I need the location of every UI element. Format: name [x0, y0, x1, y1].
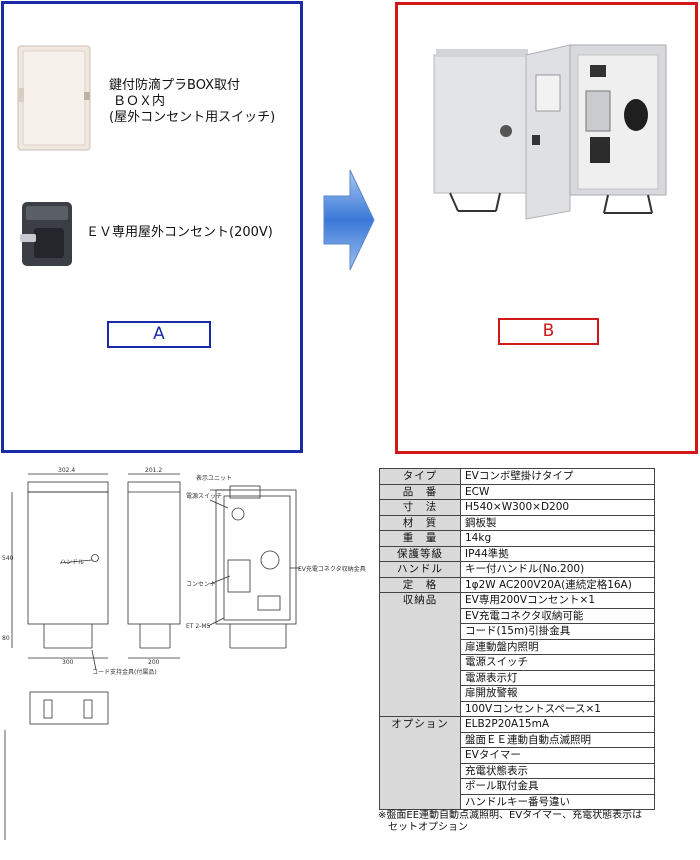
label-cord-hook: コード支持金具(付属品) [92, 668, 157, 676]
footnote-line-2: セットオプション [388, 822, 468, 833]
spec-value: EVタイマー [460, 747, 655, 764]
spec-value: 扉開放警報 [460, 685, 655, 702]
plabox-image [17, 45, 91, 151]
spec-value: 扉連動盤内照明 [460, 638, 655, 655]
panel-b-label: B [498, 318, 599, 345]
plabox-caption: 鍵付防滴プラBOX取付 ＢＯＸ内 (屋外コンセント用スイッチ) [109, 78, 275, 126]
spec-row: 盤面ＥＥ連動自動点滅照明 [380, 731, 655, 748]
right-arrow-icon [323, 169, 375, 271]
spec-value: 鋼板製 [460, 514, 655, 531]
label-power-switch: 電源スイッチ [186, 492, 222, 500]
label-et: ET 2-M5 [186, 623, 211, 630]
panel-b: B [395, 2, 698, 454]
dim-leg-height: 80 [2, 635, 10, 642]
spec-value: ポール取付金具 [460, 778, 655, 795]
spec-key: 品 番 [379, 483, 461, 500]
spec-key: オプション [379, 716, 461, 810]
spec-row: 100Vコンセントスペース×1 [380, 700, 655, 717]
spec-key: 収納品 [379, 592, 461, 717]
panel-a-label: A [107, 321, 211, 348]
spec-row: 材 質鋼板製 [379, 514, 655, 531]
label-outlet: コンセント [186, 581, 216, 588]
spec-row: コード(15m)引掛金具 [380, 623, 655, 640]
technical-drawing: 302.4 201.2 540 80 300 200 ハンドル 表示ユニット 電… [2, 467, 366, 840]
spec-value: 電源表示灯 [460, 669, 655, 686]
spec-value: キー付ハンドル(No.200) [460, 561, 655, 578]
footnote-line-1: ※盤面EE連動自動点滅照明、EVタイマー、充電状態表示は [378, 810, 643, 821]
spec-row: ハンドルキー番号違い [380, 793, 655, 810]
spec-value: 1φ2W AC200V20A(連続定格16A) [460, 576, 655, 593]
spec-value: 100Vコンセントスペース×1 [460, 700, 655, 717]
spec-value: EVコンボ壁掛けタイプ [460, 468, 655, 485]
spec-value: IP44準拠 [460, 545, 655, 562]
spec-row: 電源スイッチ [380, 654, 655, 671]
spec-value: ECW [460, 483, 655, 500]
label-display-unit: 表示ユニット [196, 474, 232, 482]
spec-key: ハンドル [379, 561, 461, 578]
spec-value: EV専用200Vコンセント×1 [460, 592, 655, 609]
spec-value: EV充電コネクタ収納可能 [460, 607, 655, 624]
spec-key: 重 量 [379, 530, 461, 547]
ev-outlet-image [20, 202, 72, 266]
spec-key: 定 格 [379, 576, 461, 593]
spec-key: 保護等級 [379, 545, 461, 562]
spec-key: 寸 法 [379, 499, 461, 516]
spec-key: 材 質 [379, 514, 461, 531]
label-handle: ハンドル [60, 559, 84, 566]
spec-row: 扉連動盤内照明 [380, 638, 655, 655]
spec-value: ハンドルキー番号違い [460, 793, 655, 810]
spec-key: タイプ [379, 468, 461, 485]
ev-outlet-caption: ＥＶ専用屋外コンセント(200V) [86, 225, 273, 240]
panel-a: 鍵付防滴プラBOX取付 ＢＯＸ内 (屋外コンセント用スイッチ) ＥＶ専用屋外コン… [1, 1, 303, 453]
spec-value: 14kg [460, 530, 655, 547]
plabox-caption-line-2: ＢＯＸ内 [113, 94, 166, 109]
dim-side-width-top: 201.2 [145, 467, 162, 474]
dim-front-width-top: 302.4 [58, 467, 75, 474]
dim-side-width-bottom: 200 [148, 659, 160, 666]
spec-value: H540×W300×D200 [460, 499, 655, 516]
spec-value: ELB2P20A15mA [460, 716, 655, 733]
spec-value: 盤面ＥＥ連動自動点滅照明 [460, 731, 655, 748]
dim-height: 540 [2, 555, 14, 562]
spec-value: 電源スイッチ [460, 654, 655, 671]
plabox-caption-line-1: 鍵付防滴プラBOX取付 [109, 78, 240, 93]
plabox-caption-line-3: (屋外コンセント用スイッチ) [109, 110, 276, 125]
spec-value: コード(15m)引掛金具 [460, 623, 655, 640]
cabinet-photo [433, 44, 667, 220]
spec-footnote: ※盤面EE連動自動点滅照明、EVタイマー、充電状態表示は セットオプション [378, 810, 642, 834]
dim-front-width-bottom: 300 [62, 659, 74, 666]
label-ev-connector: EV充電コネクタ収納金具 [298, 565, 366, 573]
spec-value: 充電状態表示 [460, 762, 655, 779]
spec-row: ハンドルキー付ハンドル(No.200) [379, 561, 655, 578]
